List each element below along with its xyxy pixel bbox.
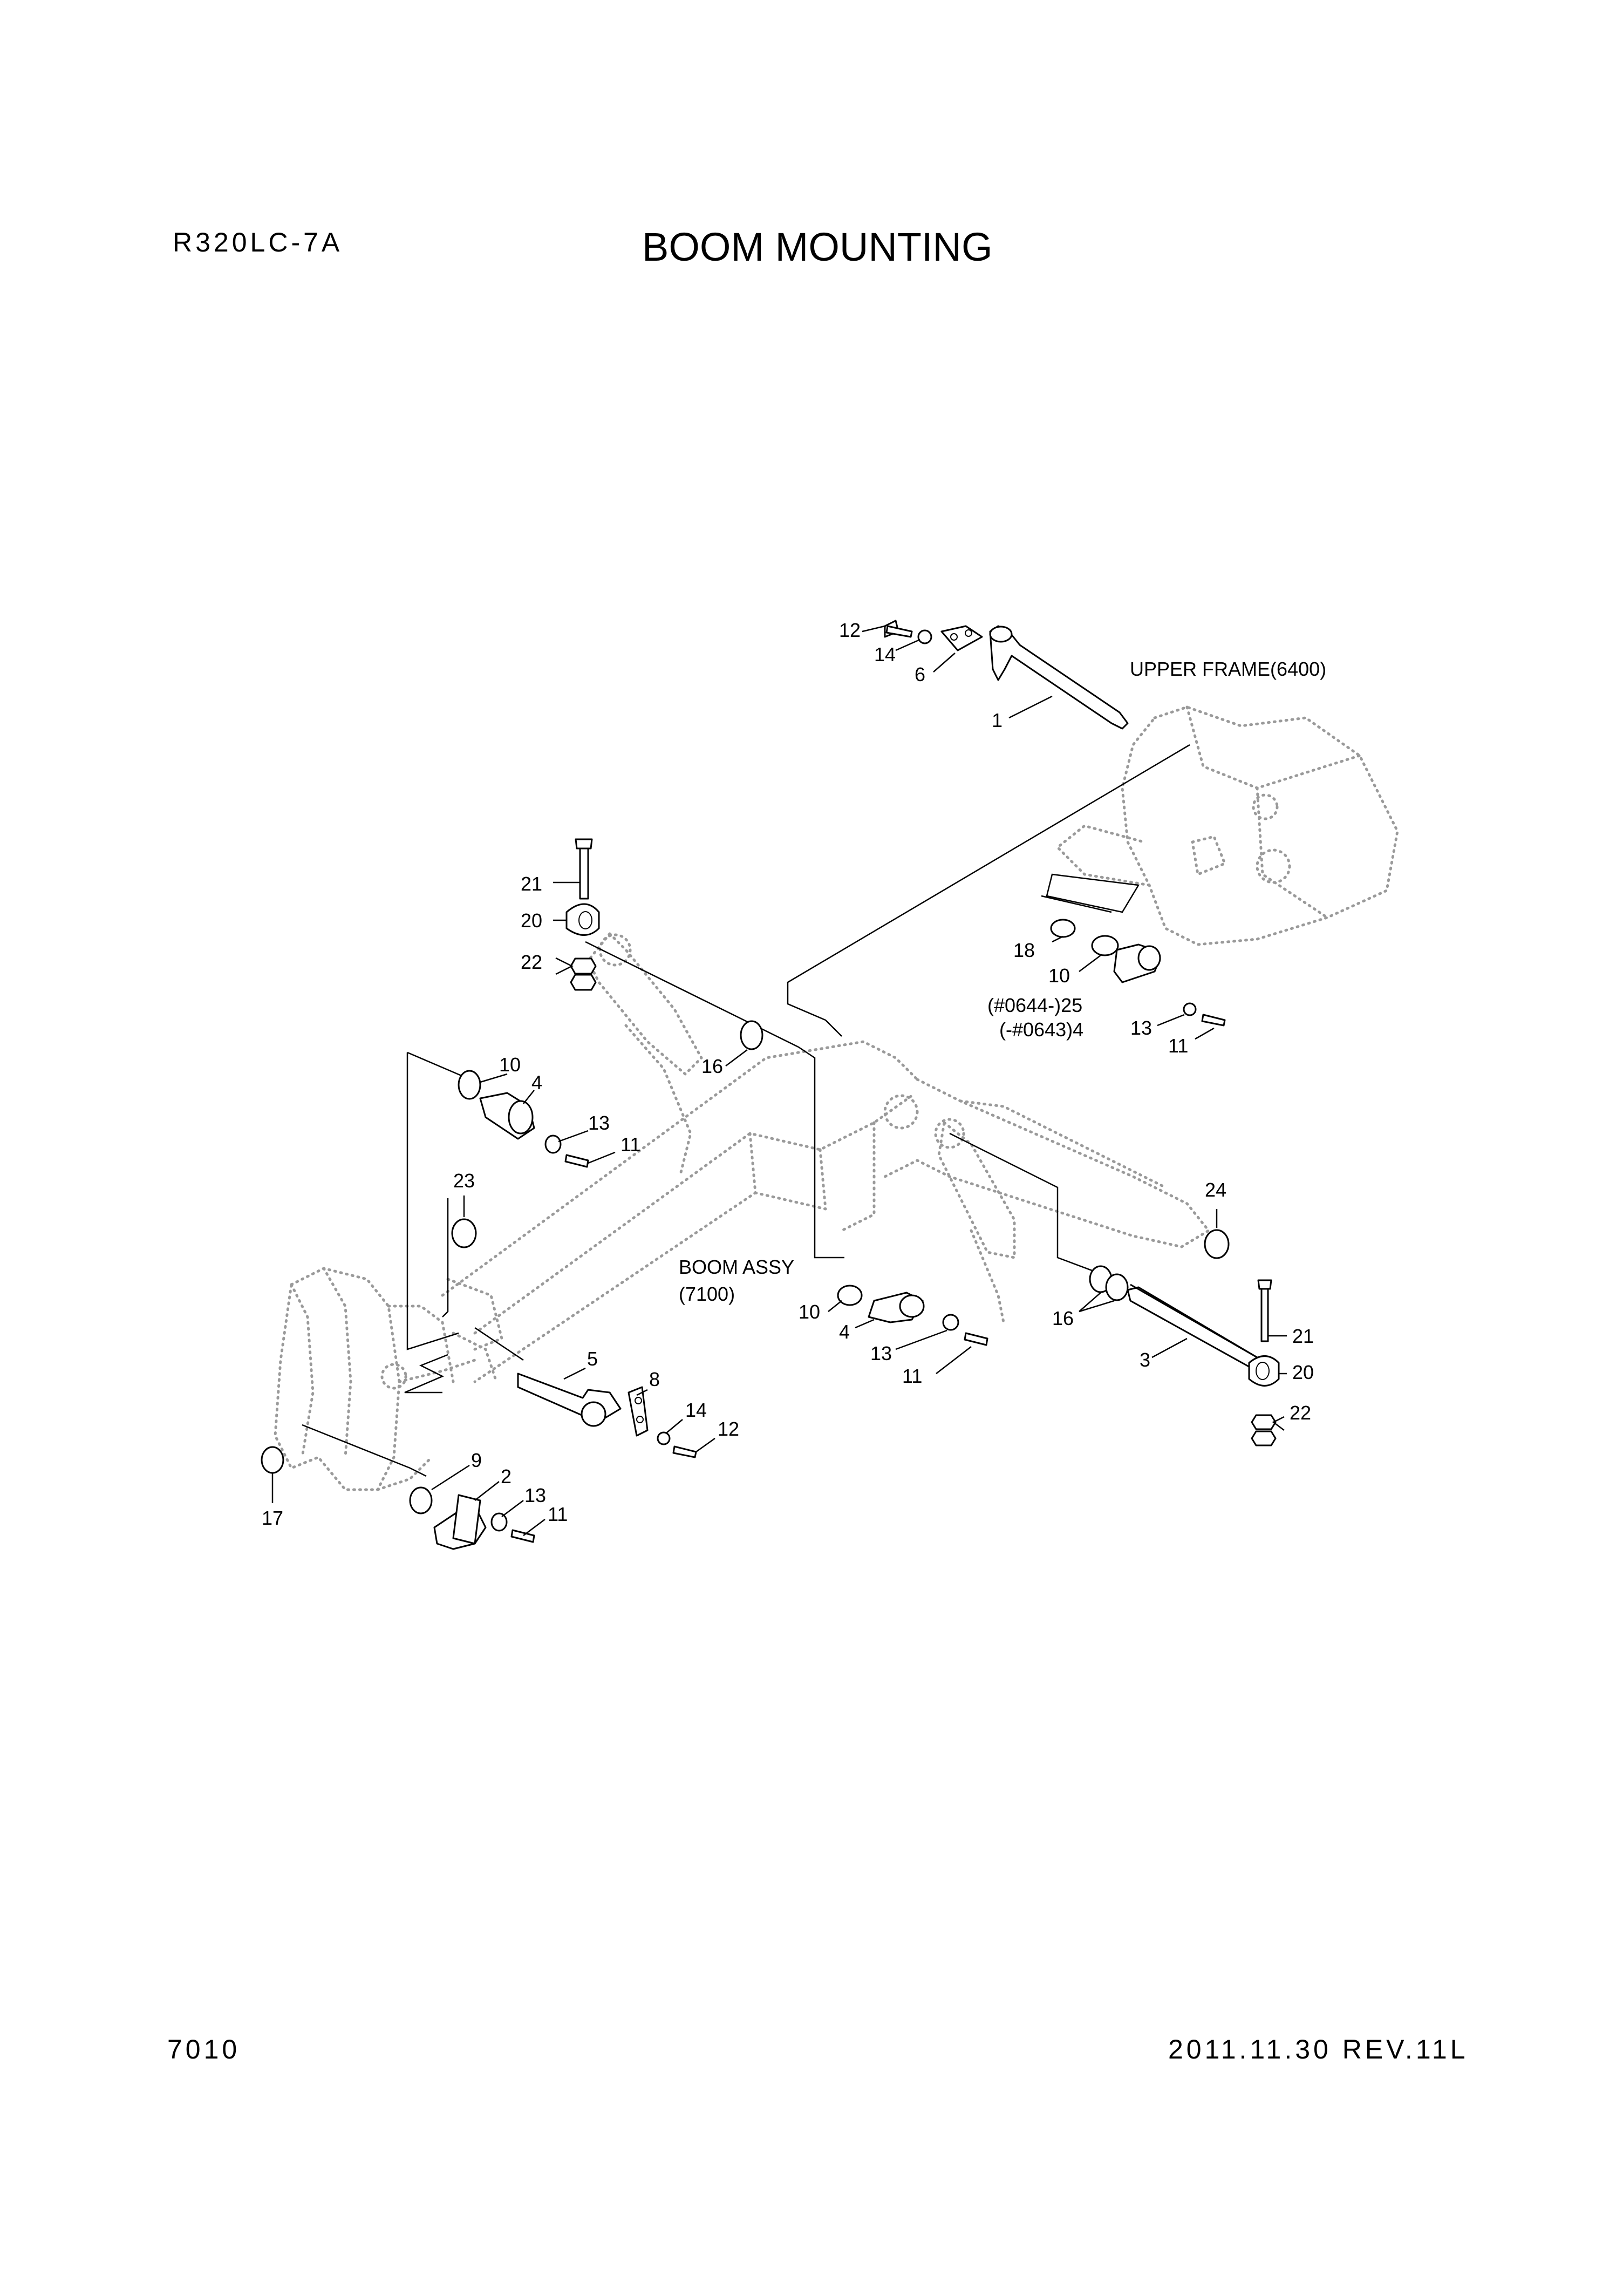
callout-10: 10	[799, 1301, 820, 1323]
callout-17: 17	[262, 1507, 283, 1529]
bolt-nut-group-upper	[565, 838, 600, 991]
callout-leaders	[271, 625, 1287, 1536]
callout-11: 11	[548, 1503, 568, 1525]
callout-13: 13	[524, 1484, 546, 1506]
callout-20: 20	[521, 909, 542, 932]
callout-21: 21	[1292, 1325, 1314, 1347]
part-1-upper-pin-group	[884, 620, 1129, 730]
callout-16: 16	[1052, 1307, 1074, 1329]
callout-18: 18	[1013, 939, 1035, 961]
callout-6: 6	[915, 663, 925, 685]
callout-13: 13	[588, 1112, 610, 1134]
pin-group-center	[837, 1285, 988, 1346]
callout-16: 16	[701, 1055, 723, 1077]
serial-range-old: (-#0643)4	[999, 1018, 1083, 1041]
boom-assy-reference-code: (7100)	[679, 1283, 735, 1305]
callout-11: 11	[620, 1133, 640, 1156]
callout-12: 12	[839, 619, 861, 641]
serial-range-new: (#0644-)25	[987, 994, 1082, 1016]
callout-1: 1	[992, 709, 1003, 731]
callout-12: 12	[718, 1418, 739, 1440]
callout-5: 5	[587, 1348, 598, 1370]
revision-date: 2011.11.30 REV.11L	[1168, 2034, 1469, 2064]
callout-24: 24	[1205, 1179, 1226, 1201]
callout-11: 11	[902, 1365, 922, 1387]
boom-ghost	[441, 1040, 1210, 1383]
callout-9: 9	[471, 1449, 482, 1471]
part-17-washer	[261, 1446, 284, 1474]
callout-10: 10	[1048, 964, 1070, 987]
part-23-washer	[451, 1218, 477, 1248]
assembly-reference-lines	[302, 744, 1190, 1477]
callout-13: 13	[1130, 1017, 1152, 1039]
callout-8: 8	[649, 1368, 660, 1390]
callout-numbers: 12 14 6 1 21 20 22 18 10 13 11 16 10 4 1…	[262, 619, 1314, 1529]
part-5-pin-group	[517, 1373, 697, 1458]
boom-cylinder-ghost-upper	[587, 932, 703, 1178]
page-title: BOOM MOUNTING	[642, 225, 993, 269]
boom-foot-pin-group-right	[1050, 919, 1226, 1027]
callout-3: 3	[1140, 1349, 1150, 1371]
callout-14: 14	[874, 643, 896, 665]
callout-21: 21	[521, 873, 542, 895]
upper-frame-ghost	[1056, 705, 1399, 946]
boom-foot-ghost	[274, 1267, 476, 1491]
callout-11: 11	[1168, 1035, 1188, 1057]
callout-4: 4	[531, 1071, 542, 1093]
callout-22: 22	[521, 951, 542, 973]
page-number: 7010	[167, 2034, 241, 2064]
pin-group-bottom	[409, 1486, 535, 1550]
pin-group-left-middle	[458, 1070, 589, 1168]
model-number: R320LC-7A	[173, 227, 343, 257]
part-24-washer	[1204, 1229, 1230, 1259]
callout-13: 13	[870, 1342, 892, 1364]
part-3-pin-group	[1089, 1265, 1280, 1446]
callout-22: 22	[1290, 1402, 1311, 1424]
callout-2: 2	[501, 1465, 512, 1487]
boom-assy-reference: BOOM ASSY	[679, 1256, 794, 1278]
part-16-spacer-upper	[740, 1020, 763, 1050]
upper-frame-reference: UPPER FRAME(6400)	[1130, 658, 1326, 680]
callout-14: 14	[685, 1399, 707, 1421]
callout-4: 4	[839, 1321, 850, 1343]
callout-10: 10	[499, 1054, 521, 1076]
callout-23: 23	[453, 1170, 475, 1192]
boom-cylinder-ghost-lower	[934, 1118, 1016, 1324]
callout-20: 20	[1292, 1361, 1314, 1383]
